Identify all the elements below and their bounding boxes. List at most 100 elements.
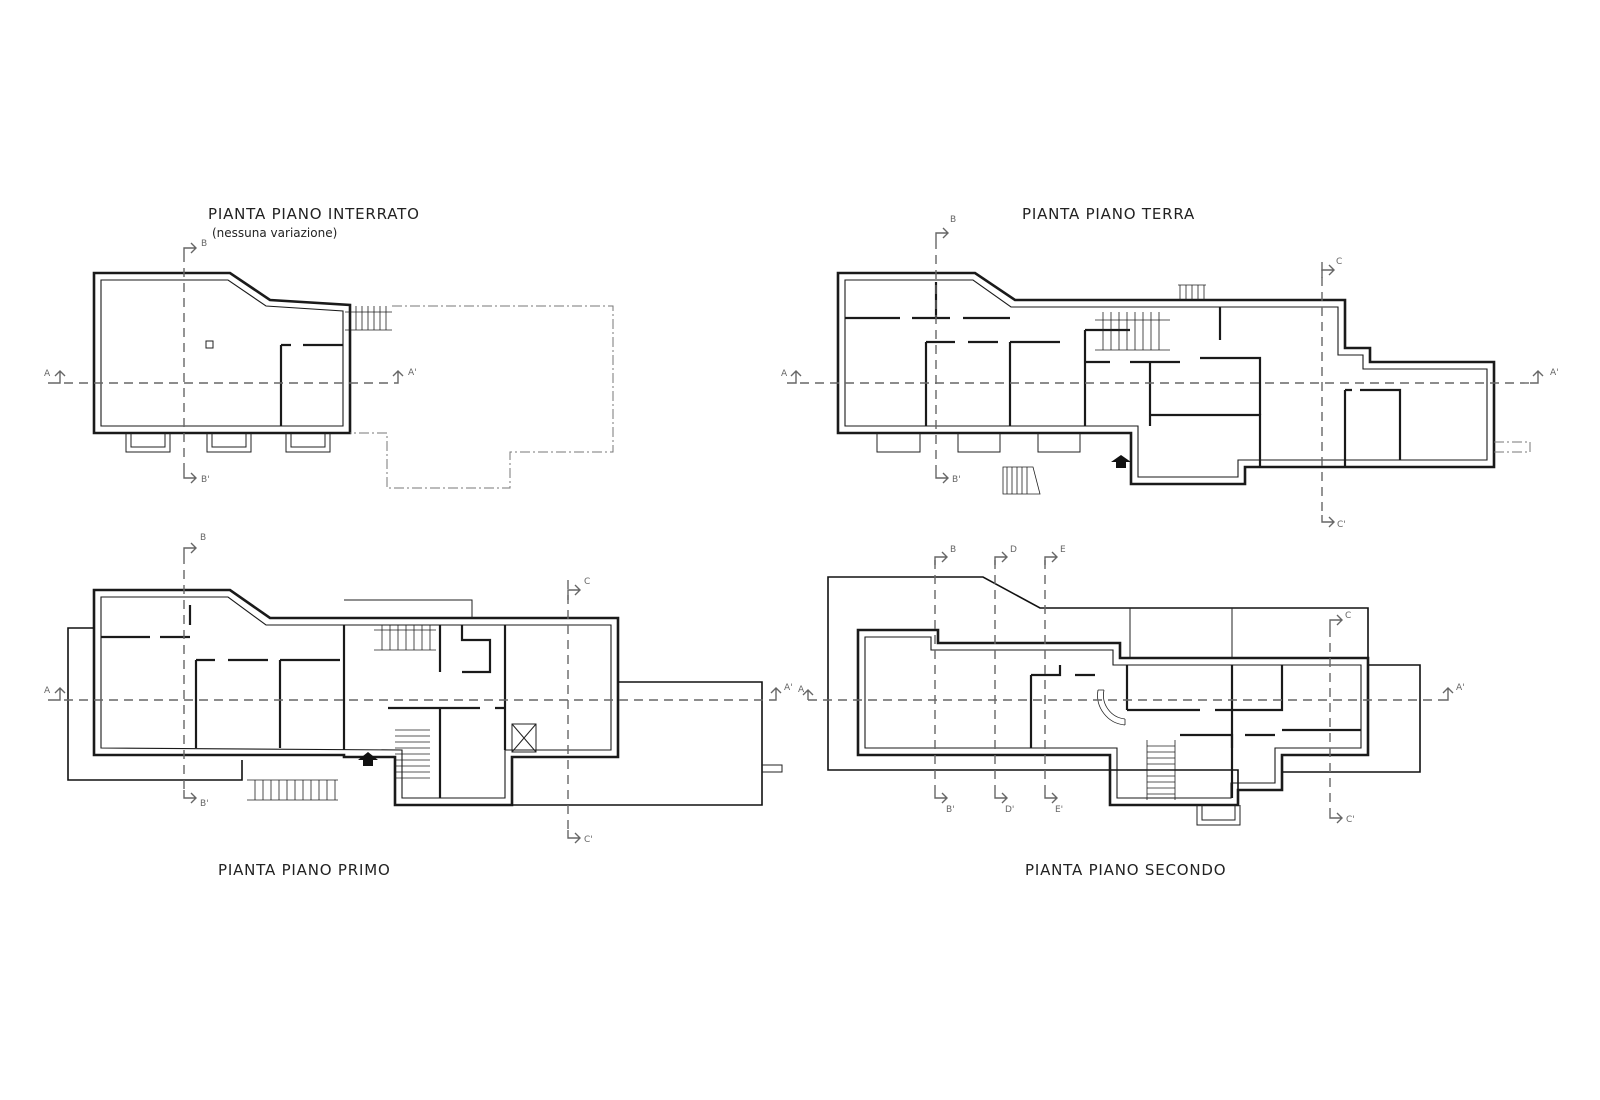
first-partition: [194, 625, 346, 750]
ground-partition: [845, 282, 1010, 320]
cut-arrow-icon: [183, 242, 197, 254]
basement-unexcavated-outline: [350, 305, 614, 489]
section-label: A': [1550, 368, 1559, 378]
cut-arrow-icon: [934, 790, 948, 804]
section-label: B: [201, 239, 207, 249]
cut-arrow-icon: [935, 227, 949, 240]
cut-arrow-icon: [1530, 370, 1544, 384]
basement-partition: [279, 343, 343, 426]
section-label: C': [1337, 520, 1346, 530]
cut-arrow-icon: [1044, 551, 1058, 565]
second-inner-wall: [864, 636, 1362, 799]
plan-title-basement: PIANTA PIANO INTERRATO: [208, 205, 420, 223]
ground-inner-wall: [844, 279, 1488, 478]
section-label: C: [1336, 257, 1342, 267]
section-label: B': [946, 805, 955, 815]
ground-bay-1: [876, 433, 921, 453]
first-partition: [438, 625, 507, 750]
stair-icon: [395, 729, 430, 779]
stair-icon: [374, 625, 436, 651]
plan-ground: PIANTA PIANO TERRA A A' B B': [781, 205, 1559, 530]
entrance-arrow-icon: [1111, 455, 1131, 468]
section-label: A: [44, 369, 51, 379]
basement-stair: [345, 306, 392, 331]
plan-first: PIANTA PIANO PRIMO A A' B B' C: [44, 533, 793, 879]
second-balcony: [1196, 805, 1241, 826]
first-partition: [101, 605, 192, 639]
section-label: A: [781, 369, 788, 379]
plan-title-ground: PIANTA PIANO TERRA: [1022, 205, 1195, 223]
cut-arrow-icon: [770, 687, 782, 701]
second-partition: [1029, 665, 1095, 748]
basement-bay-2: [206, 433, 252, 453]
ground-partition: [1083, 328, 1262, 467]
first-terrace-east: [512, 681, 763, 806]
cut-arrow-icon: [567, 584, 581, 600]
cut-arrow-icon: [802, 689, 814, 700]
second-roof-outline: [827, 576, 1421, 791]
second-partition: [1125, 665, 1361, 748]
basement-pillar: [205, 340, 214, 349]
plan-title-first: PIANTA PIANO PRIMO: [218, 861, 391, 879]
cut-arrow-icon: [1329, 810, 1343, 824]
cut-arrow-icon: [994, 790, 1008, 804]
cut-arrow-icon: [1321, 264, 1335, 278]
ground-partition: [1200, 307, 1262, 415]
stair-icon: [1178, 284, 1206, 300]
cut-arrow-icon: [183, 470, 197, 484]
plan-subtitle-basement: (nessuna variazione): [212, 226, 337, 240]
ground-bay-2: [957, 433, 1001, 453]
cut-arrow-icon: [1321, 515, 1335, 528]
section-label: C': [1346, 815, 1355, 825]
ground-partition: [1343, 388, 1402, 467]
first-outer-wall: [92, 588, 620, 807]
section-label: B': [952, 475, 961, 485]
cut-arrow-icon: [1044, 790, 1058, 804]
first-inner-wall: [100, 596, 612, 799]
stair-icon: [1097, 689, 1126, 726]
first-shaft: [511, 723, 537, 753]
section-label: A: [44, 686, 51, 696]
cut-arrow-icon: [48, 370, 66, 384]
plan-title-second: PIANTA PIANO SECONDO: [1025, 861, 1226, 879]
stair-icon: [247, 779, 338, 801]
section-label: E: [1060, 545, 1066, 555]
section-label: D: [1010, 545, 1017, 555]
first-shaft-cross: [511, 723, 537, 753]
basement-bay-1: [125, 433, 171, 453]
cut-arrow-icon: [934, 551, 948, 565]
section-label: B: [950, 545, 956, 555]
section-label: A': [784, 683, 793, 693]
basement-inner-wall: [100, 279, 344, 427]
first-east-stub: [762, 764, 783, 773]
stair-icon: [1002, 466, 1041, 495]
cut-arrow-icon: [1440, 687, 1454, 701]
cut-arrow-icon: [994, 551, 1008, 565]
cut-arrow-icon: [392, 370, 404, 384]
stair-icon: [1095, 312, 1170, 351]
plan-second: PIANTA PIANO SECONDO A A' B: [798, 545, 1465, 879]
cut-arrow-icon: [567, 830, 581, 844]
section-label: E': [1055, 805, 1063, 815]
cut-arrow-icon: [48, 687, 66, 701]
section-label: A: [798, 685, 805, 695]
section-label: C: [1345, 611, 1351, 621]
plan-basement: PIANTA PIANO INTERRATO (nessuna variazio…: [44, 205, 614, 489]
section-label: B: [200, 533, 206, 543]
section-label: C: [584, 577, 590, 587]
section-label: C': [584, 835, 593, 845]
ground-outer-wall: [836, 271, 1496, 486]
cut-arrow-icon: [787, 370, 802, 384]
section-label: B': [201, 475, 210, 485]
section-label: D': [1005, 805, 1014, 815]
basement-outer-wall: [92, 271, 352, 435]
second-roof-ridges: [1129, 608, 1233, 658]
ground-bay-3: [1037, 433, 1081, 453]
second-partition: [1180, 733, 1275, 798]
section-label: A': [1456, 683, 1465, 693]
section-label: B: [950, 215, 956, 225]
ground-east-stub: [1494, 441, 1531, 453]
first-north-box: [344, 599, 473, 618]
second-outer-wall: [856, 628, 1370, 807]
